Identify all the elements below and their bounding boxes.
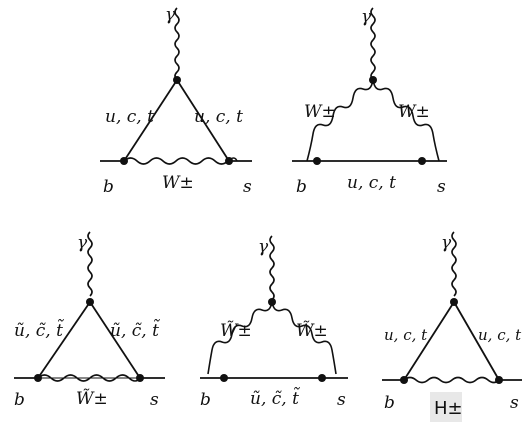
diagram-3: γ ũ, c̃, t̃ ũ, c̃, t̃ W̃± b s	[14, 231, 165, 410]
in-label: b	[296, 177, 307, 197]
left-w-line	[306, 79, 374, 162]
photon-label: γ	[441, 233, 452, 253]
out-label: s	[437, 177, 446, 197]
out-label: s	[337, 390, 346, 410]
left-label: W±	[304, 102, 336, 122]
vertex-top	[369, 76, 377, 84]
out-label: s	[510, 393, 519, 413]
photon-label: γ	[77, 233, 88, 253]
right-label: ũ, c̃, t̃	[110, 319, 160, 341]
vertex-left	[400, 376, 408, 384]
vertex-left	[220, 374, 228, 382]
vertex-right	[318, 374, 326, 382]
left-chargino-line	[207, 301, 273, 375]
left-label: W̃±	[220, 321, 252, 341]
bottom-label: W̃±	[76, 389, 108, 409]
left-label: ũ, c̃, t̃	[14, 319, 64, 341]
left-label: u, c, t	[384, 326, 428, 344]
out-label: s	[243, 177, 252, 197]
in-label: b	[384, 393, 395, 413]
vertex-right	[136, 374, 144, 382]
right-label: W±	[398, 102, 430, 122]
in-label: b	[14, 390, 25, 410]
vertex-left	[313, 157, 321, 165]
right-w-line	[372, 79, 440, 162]
vertex-top	[86, 298, 94, 306]
vertex-left	[120, 157, 128, 165]
photon-line	[370, 7, 376, 81]
in-label: b	[103, 177, 114, 197]
higgs-label-highlight	[430, 392, 462, 422]
right-quark-line	[176, 79, 230, 162]
photon-line	[174, 7, 180, 81]
right-chargino-line	[271, 301, 337, 375]
diagram-4: γ W̃± W̃± ũ, c̃, t̃ b s	[200, 235, 348, 410]
vertex-right	[225, 157, 233, 165]
bottom-label: ũ, c̃, t̃	[250, 387, 300, 409]
diagram-5: γ u, c, t u, c, t H± b s	[382, 231, 522, 422]
higgs-line	[403, 376, 500, 384]
bottom-label: u, c, t	[347, 173, 396, 193]
vertex-top	[173, 76, 181, 84]
vertex-right	[418, 157, 426, 165]
photon-label: γ	[361, 7, 372, 27]
photon-line	[451, 231, 457, 297]
out-label: s	[150, 390, 159, 410]
diagram-2: γ W± W± u, c, t b s	[292, 7, 447, 197]
left-squark-line	[37, 301, 91, 379]
right-quark-line	[453, 301, 500, 381]
vertex-top	[450, 298, 458, 306]
diagram-1: γ u, c, t u, c, t W± b s	[100, 5, 252, 197]
photon-line	[87, 231, 93, 297]
vertex-right	[495, 376, 503, 384]
in-label: b	[200, 390, 211, 410]
photon-label: γ	[258, 237, 269, 257]
vertex-top	[268, 298, 276, 306]
left-quark-line	[123, 79, 178, 162]
vertex-left	[34, 374, 42, 382]
right-squark-line	[89, 301, 141, 379]
bottom-label: H±	[434, 398, 463, 419]
right-label: W̃±	[296, 321, 328, 341]
w-boson-line	[123, 157, 238, 165]
photon-label: γ	[165, 5, 176, 25]
right-label: u, c, t	[478, 326, 522, 344]
right-label: u, c, t	[194, 107, 243, 127]
left-label: u, c, t	[105, 107, 154, 127]
left-quark-line	[403, 301, 455, 381]
photon-line	[269, 235, 275, 301]
bottom-label: W±	[162, 173, 194, 193]
